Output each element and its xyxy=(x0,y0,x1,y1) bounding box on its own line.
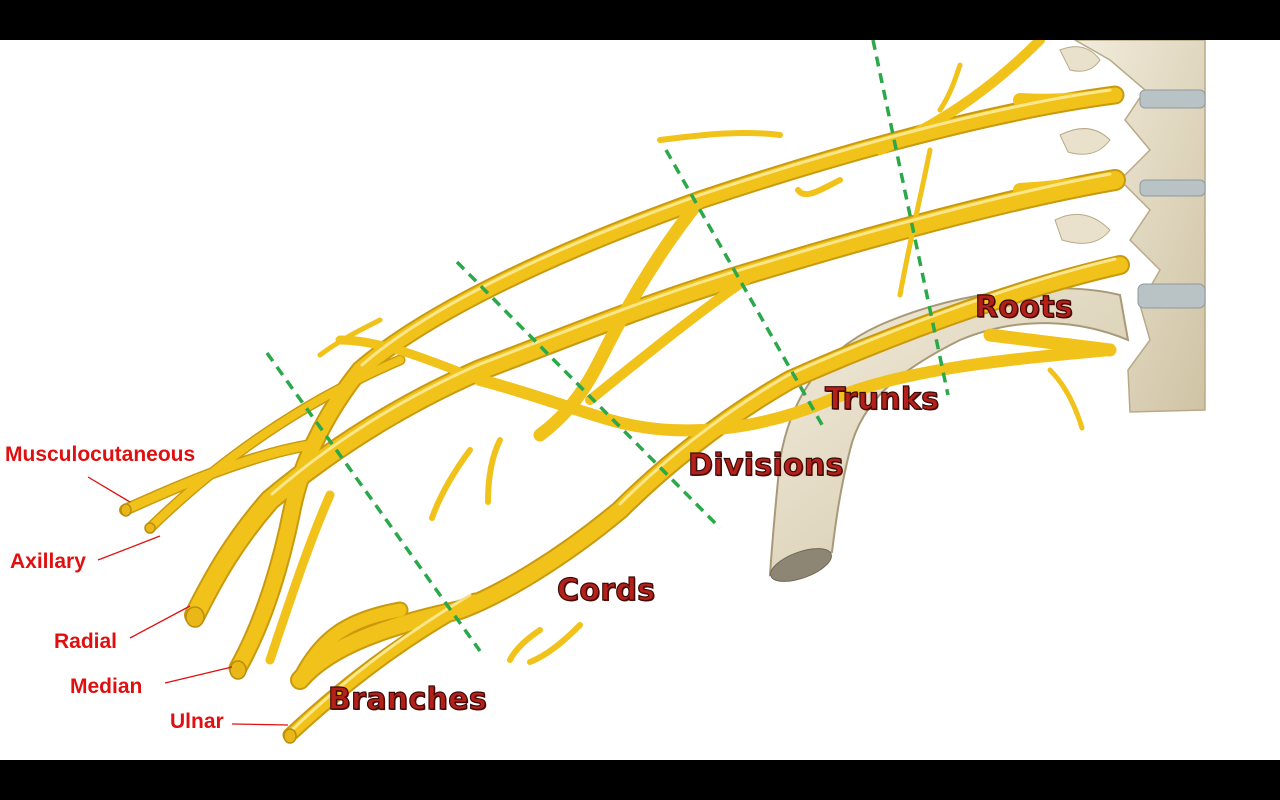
region-dividers xyxy=(265,40,950,653)
leader-ulnar xyxy=(231,723,289,726)
label-leader-lines xyxy=(87,476,289,726)
region-label-branches: Branches xyxy=(327,681,488,717)
brachial-plexus-illustration xyxy=(87,40,1206,744)
nerve-label-musculocutaneous: Musculocutaneous xyxy=(5,443,196,466)
leader-axillary xyxy=(97,535,161,561)
nerve-layer xyxy=(120,40,1128,741)
vertebral-column xyxy=(1054,40,1206,413)
nerve-endings xyxy=(120,503,297,744)
leader-radial xyxy=(129,605,191,639)
region-label-cords: Cords xyxy=(556,572,656,608)
diagram-canvas: Roots Trunks Divisions Cords Branches Mu… xyxy=(0,40,1280,760)
first-rib xyxy=(768,287,1130,582)
divider-roots-trunks xyxy=(871,40,950,396)
nerve-label-axillary: Axillary xyxy=(10,550,86,573)
divider-divisions-cords xyxy=(455,260,722,530)
leader-musculocutaneous xyxy=(87,476,131,503)
leader-median xyxy=(164,666,233,684)
nerve-label-radial: Radial xyxy=(54,630,118,653)
region-label-trunks: Trunks xyxy=(824,381,940,417)
nerve-label-median: Median xyxy=(70,675,143,698)
region-label-roots: Roots xyxy=(974,289,1074,325)
region-label-divisions: Divisions xyxy=(687,447,844,483)
nerve-highlights xyxy=(270,88,1117,732)
nerve-label-ulnar: Ulnar xyxy=(170,710,224,733)
divider-trunks-divisions xyxy=(664,149,827,431)
